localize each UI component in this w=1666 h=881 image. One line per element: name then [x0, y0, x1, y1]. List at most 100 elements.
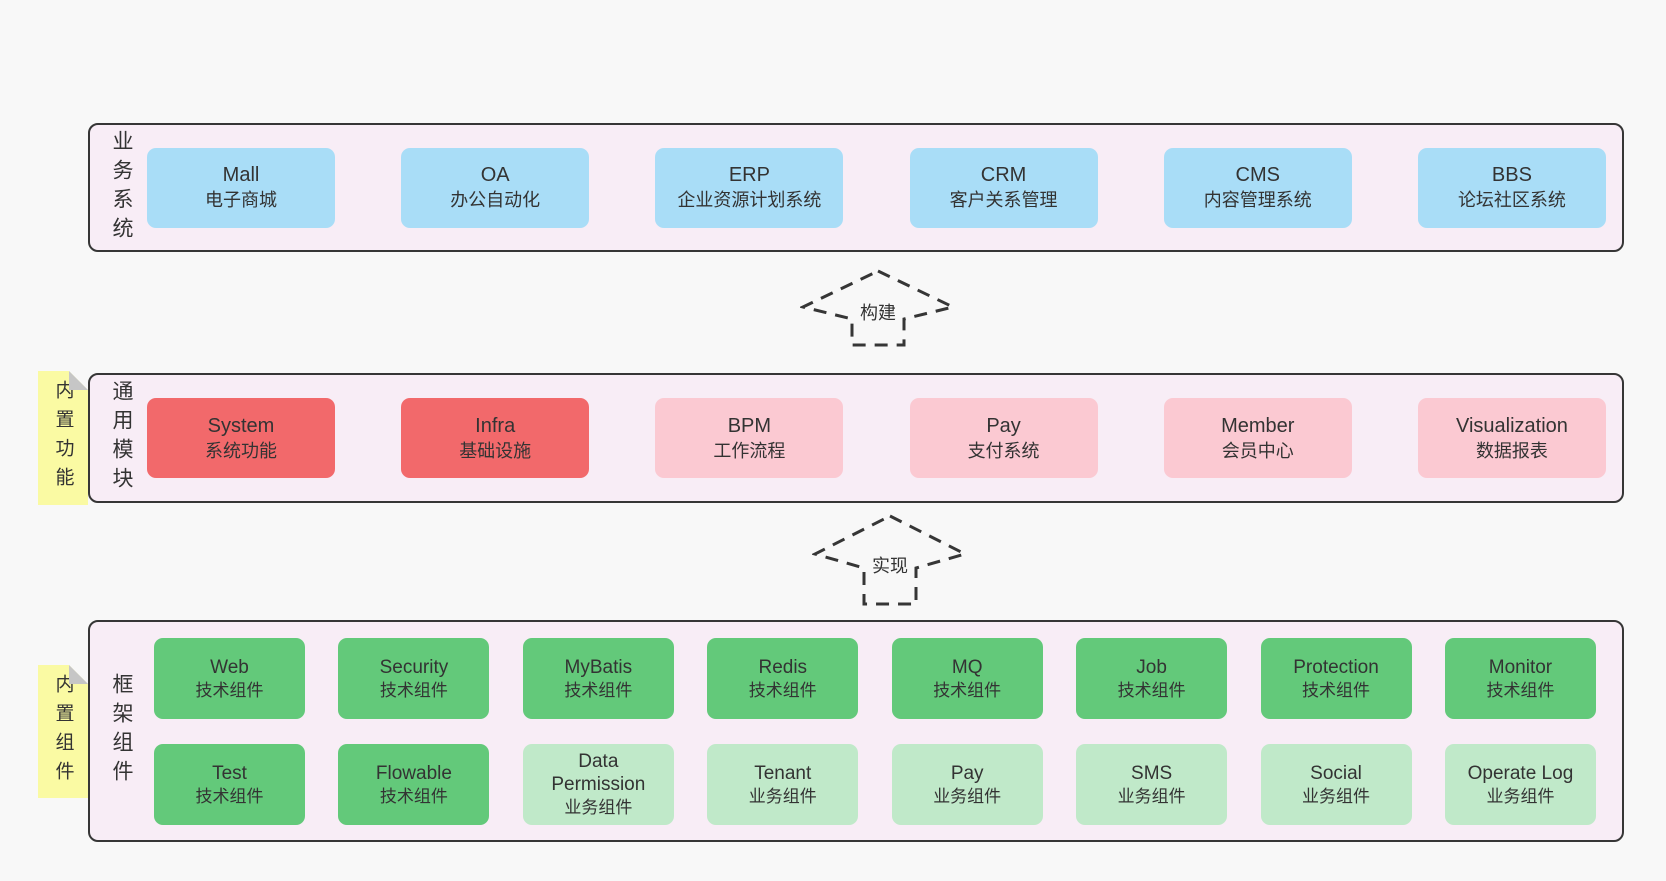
note-label: 内置功能	[52, 380, 74, 496]
box-title: Monitor	[1488, 656, 1553, 678]
box-title: Redis	[758, 656, 808, 678]
box-title: Protection	[1293, 656, 1379, 678]
box-title: Data Permission	[551, 751, 646, 795]
box-cms: CMS 内容管理系统	[1163, 147, 1352, 228]
box-protection: Protection 技术组件	[1260, 638, 1412, 719]
box-web: Web 技术组件	[154, 638, 305, 719]
box-job: Job 技术组件	[1076, 638, 1228, 719]
box-social: Social 业务组件	[1260, 744, 1412, 825]
box-subtitle: 论坛社区系统	[1457, 190, 1566, 210]
box-subtitle: 客户关系管理	[949, 190, 1058, 210]
box-title: Operate Log	[1467, 762, 1574, 784]
business-systems-layer: 业务系统 Mall 电子商城 OA 办公自动化 ERP 企业资源计划系统 CRM…	[88, 123, 1624, 252]
box-title: CRM	[980, 164, 1027, 186]
box-monitor: Monitor 技术组件	[1444, 638, 1596, 719]
box-subtitle: 业务组件	[1117, 786, 1186, 806]
box-system: System 系统功能	[147, 398, 335, 478]
box-subtitle: 技术组件	[379, 680, 448, 700]
box-infra: Infra 基础设施	[401, 398, 590, 478]
box-operate-log: Operate Log 业务组件	[1444, 744, 1596, 825]
box-pay-component: Pay 业务组件	[891, 744, 1043, 825]
box-title: MyBatis	[564, 656, 633, 678]
box-title: Mall	[222, 164, 260, 186]
box-subtitle: 业务组件	[564, 798, 633, 817]
box-test: Test 技术组件	[154, 744, 305, 825]
box-mall: Mall 电子商城	[147, 147, 335, 228]
box-title: Test	[212, 762, 247, 784]
box-bbs: BBS 论坛社区系统	[1417, 147, 1606, 228]
common-modules-layer: 通用模块 System 系统功能 Infra 基础设施 BPM 工作流程 Pay…	[88, 373, 1624, 503]
box-mybatis: MyBatis 技术组件	[522, 638, 674, 719]
box-subtitle: 基础设施	[459, 440, 532, 461]
box-title: ERP	[728, 164, 770, 186]
sticky-note-built-in-components: 内置组件	[38, 665, 88, 798]
box-subtitle: 技术组件	[933, 680, 1002, 700]
box-flowable: Flowable 技术组件	[338, 744, 490, 825]
box-bpm: BPM 工作流程	[655, 398, 844, 478]
box-subtitle: 技术组件	[748, 680, 817, 700]
box-subtitle: 业务组件	[748, 786, 817, 806]
box-title: Job	[1136, 656, 1167, 678]
implement-arrow-label: 实现	[870, 551, 910, 578]
framework-components-row-1: Web 技术组件 Security 技术组件 MyBatis 技术组件 Redi…	[154, 638, 1596, 719]
box-visualization: Visualization 数据报表	[1417, 398, 1606, 478]
box-title: BPM	[727, 414, 772, 437]
box-mq: MQ 技术组件	[891, 638, 1043, 719]
build-arrow: 构建	[800, 268, 956, 348]
box-subtitle: 电子商城	[205, 190, 277, 210]
dashed-up-arrow-icon	[812, 514, 968, 606]
box-subtitle: 技术组件	[1302, 680, 1371, 700]
box-security: Security 技术组件	[338, 638, 490, 719]
dashed-up-arrow-icon	[800, 269, 956, 347]
box-title: Pay	[986, 414, 1021, 437]
box-subtitle: 办公自动化	[450, 190, 541, 210]
box-title: Social	[1310, 762, 1362, 784]
box-redis: Redis 技术组件	[707, 638, 859, 719]
box-subtitle: 业务组件	[1302, 786, 1371, 806]
box-title: Security	[379, 656, 449, 678]
build-arrow-label: 构建	[858, 299, 898, 325]
box-sms: SMS 业务组件	[1076, 744, 1228, 825]
box-title: OA	[480, 164, 510, 186]
common-modules-row: System 系统功能 Infra 基础设施 BPM 工作流程 Pay 支付系统…	[147, 375, 1606, 501]
box-title: System	[207, 414, 275, 437]
box-subtitle: 技术组件	[1117, 680, 1186, 700]
box-subtitle: 系统功能	[205, 440, 277, 461]
box-title: Visualization	[1455, 414, 1568, 437]
box-erp: ERP 企业资源计划系统	[655, 147, 844, 228]
box-title: Flowable	[375, 762, 452, 784]
box-subtitle: 技术组件	[379, 786, 448, 806]
layer-label-business: 业务系统	[110, 129, 133, 246]
implement-arrow: 实现	[812, 513, 968, 607]
box-title: Infra	[475, 414, 516, 437]
box-subtitle: 会员中心	[1221, 440, 1294, 461]
box-subtitle: 支付系统	[967, 440, 1040, 461]
box-subtitle: 企业资源计划系统	[677, 190, 822, 210]
box-title: BBS	[1491, 164, 1532, 186]
framework-components-layer: 框架组件 Web 技术组件 Security 技术组件 MyBatis 技术组件…	[88, 620, 1624, 842]
box-crm: CRM 客户关系管理	[909, 147, 1098, 228]
box-member: Member 会员中心	[1163, 398, 1352, 478]
box-subtitle: 技术组件	[195, 786, 264, 806]
box-subtitle: 数据报表	[1475, 440, 1548, 461]
box-subtitle: 技术组件	[195, 680, 264, 700]
box-subtitle: 工作流程	[713, 440, 786, 461]
sticky-note-built-in-functions: 内置功能	[38, 371, 88, 505]
note-label: 内置组件	[52, 673, 74, 790]
box-subtitle: 业务组件	[933, 786, 1002, 806]
box-data-permission: Data Permission 业务组件	[522, 744, 674, 825]
box-title: Web	[210, 656, 249, 678]
box-subtitle: 业务组件	[1486, 786, 1555, 806]
box-subtitle: 技术组件	[564, 680, 633, 700]
business-systems-row: Mall 电子商城 OA 办公自动化 ERP 企业资源计划系统 CRM 客户关系…	[147, 125, 1606, 250]
box-pay-system: Pay 支付系统	[909, 398, 1098, 478]
box-title: MQ	[951, 656, 983, 678]
box-title: CMS	[1235, 164, 1280, 186]
box-title: SMS	[1131, 762, 1173, 784]
box-title: Tenant	[754, 762, 812, 784]
box-oa: OA 办公自动化	[401, 147, 590, 228]
box-title: Member	[1221, 414, 1295, 437]
box-tenant: Tenant 业务组件	[707, 744, 859, 825]
layer-label-components: 框架组件	[110, 673, 133, 789]
layer-label-modules: 通用模块	[110, 380, 133, 496]
